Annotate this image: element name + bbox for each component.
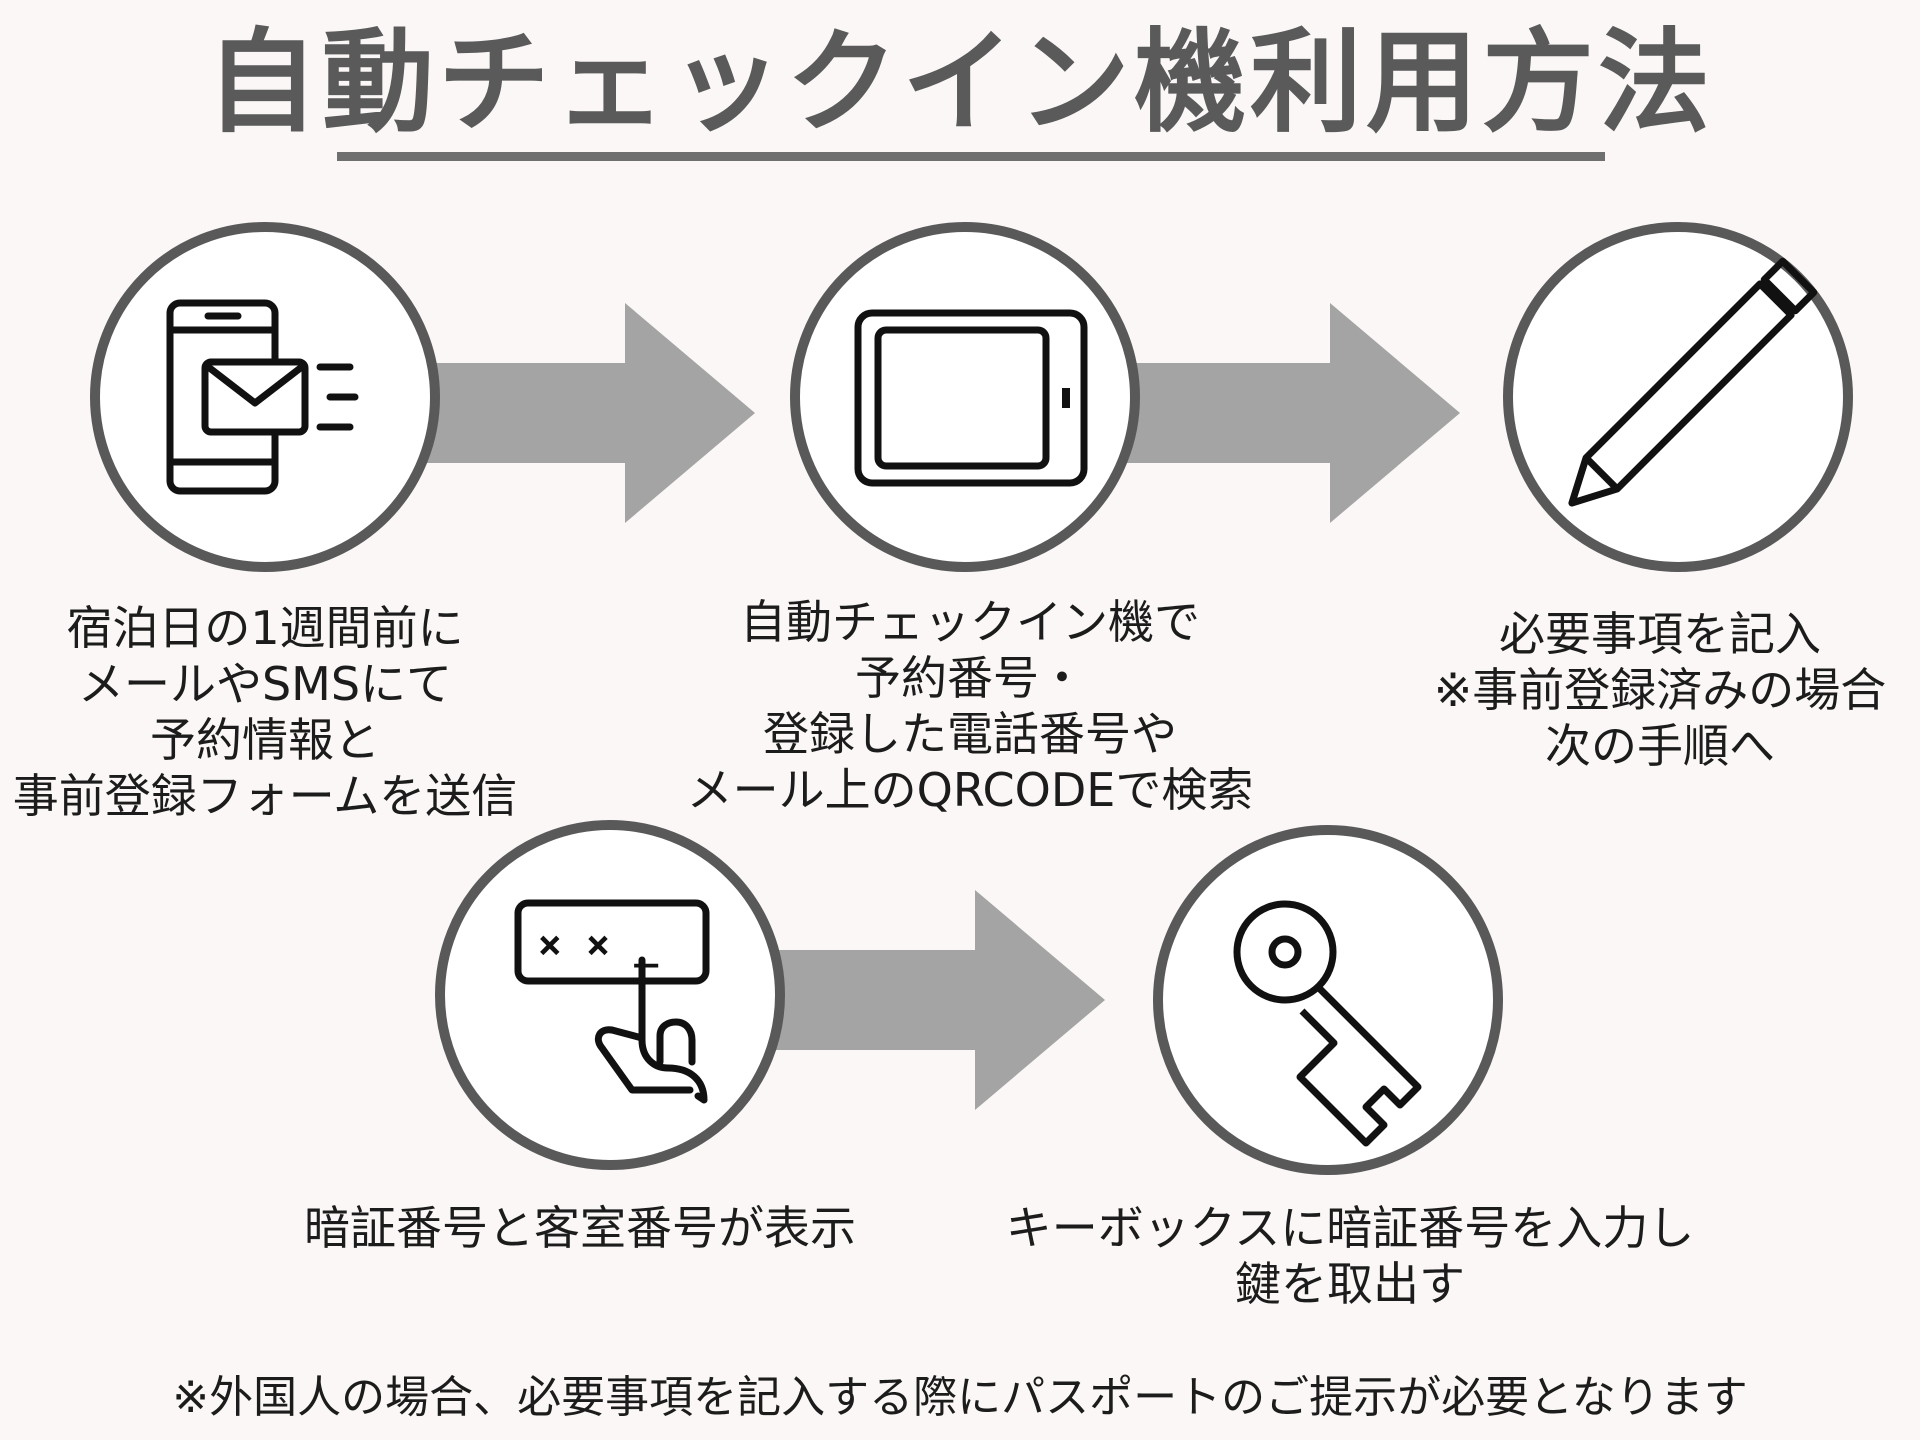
step3-caption: 必要事項を記入 ※事前登録済みの場合 次の手順へ (1433, 607, 1887, 773)
title-underline (337, 152, 1605, 161)
arrow-step4-to-step5 (775, 890, 1105, 1110)
key-icon (1233, 900, 1422, 1147)
arrow-step2-to-step3 (1125, 303, 1460, 523)
page-title: 自動チェックイン機利用方法 (206, 18, 1714, 148)
pin-entry-hand-icon (514, 899, 710, 1104)
arrow-step1-to-step2 (420, 303, 755, 523)
step4-circle (435, 820, 785, 1170)
pencil-icon (1568, 257, 1818, 507)
tablet-icon (854, 309, 1088, 487)
step5-caption: キーボックスに暗証番号を入力し 鍵を取出す (1005, 1201, 1695, 1311)
footnote: ※外国人の場合、必要事項を記入する際にパスポートのご提示が必要となります (172, 1372, 1748, 1423)
pin-display-text: × × _ (538, 922, 659, 968)
step2-caption: 自動チェックイン機で 予約番号・ 登録した電話番号や メール上のQRCODEで検… (686, 595, 1254, 817)
step4-caption: 暗証番号と客室番号が表示 (304, 1201, 856, 1255)
step3-circle (1503, 222, 1853, 572)
step1-caption: 宿泊日の1週間前に メールやSMSにて 予約情報と 事前登録フォームを送信 (12, 601, 518, 823)
smartphone-mail-icon (166, 299, 359, 495)
